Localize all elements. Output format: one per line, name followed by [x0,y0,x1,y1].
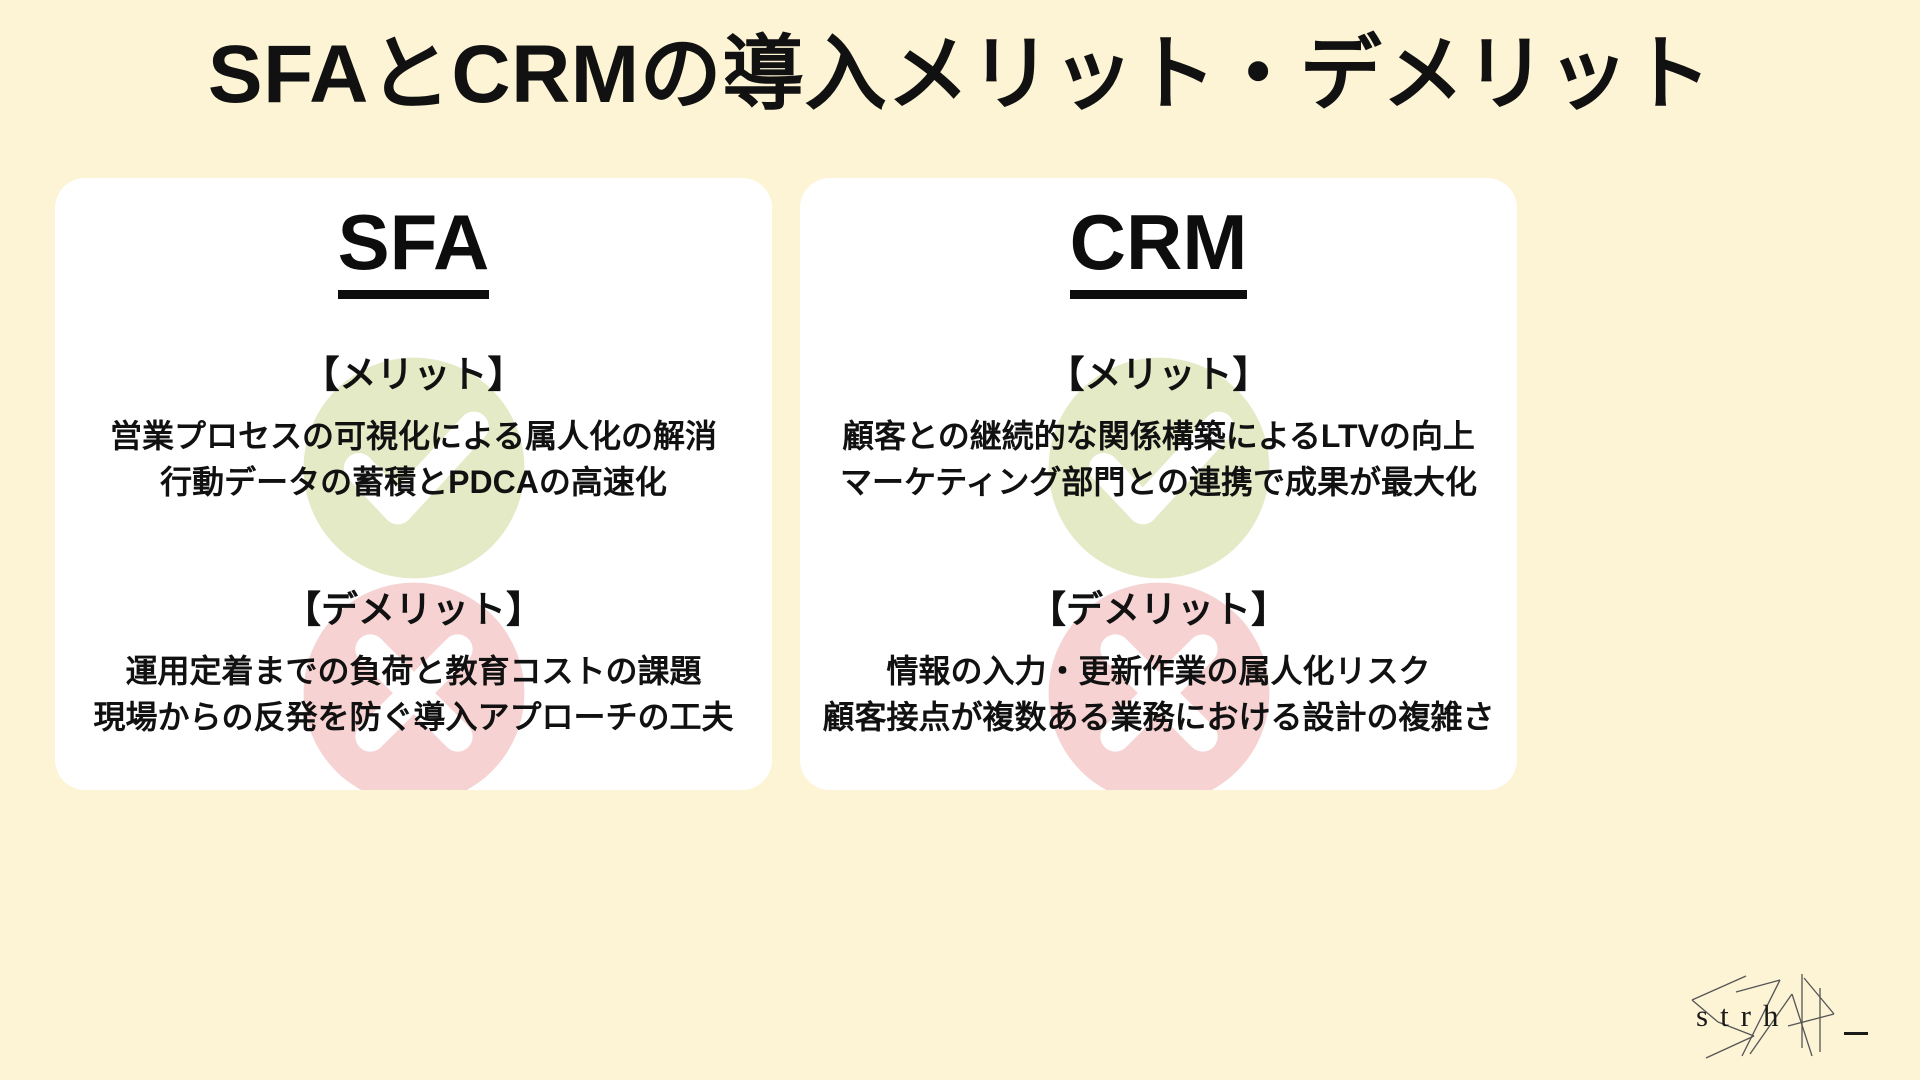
comparison-cards: SFA 【メリット】 営業プロセスの可視化による属人化の解消 行動データの蓄積と… [55,178,1865,790]
card-heading-sfa: SFA [337,201,490,299]
brand-logo: strh [1684,970,1874,1062]
merit-line: マーケティング部門との連携で成果が最大化 [839,464,1478,501]
demerit-line: 運用定着までの負荷と教育コストの課題 [125,652,702,689]
section-demerit-crm: 【デメリット】 情報の入力・更新作業の属人化リスク 顧客接点が複数ある業務におけ… [800,586,1517,741]
demerit-line: 顧客接点が複数ある業務における設計の複雑さ [822,699,1495,736]
card-heading-crm: CRM [1069,201,1248,299]
merit-lines-sfa: 営業プロセスの可視化による属人化の解消 行動データの蓄積とPDCAの高速化 [55,413,772,506]
demerit-label-crm: 【デメリット】 [1029,588,1288,630]
demerit-line: 現場からの反発を防ぐ導入アプローチの工夫 [93,699,734,736]
brand-linework-icon: strh [1691,974,1868,1059]
brand-name: strh [1696,998,1791,1033]
merit-line: 営業プロセスの可視化による属人化の解消 [109,417,718,454]
merit-label-crm: 【メリット】 [1047,353,1270,395]
section-merit-crm: 【メリット】 顧客との継続的な関係構築によるLTVの向上 マーケティング部門との… [800,351,1517,506]
section-merit-sfa: 【メリット】 営業プロセスの可視化による属人化の解消 行動データの蓄積とPDCA… [55,351,772,506]
card-crm: CRM 【メリット】 顧客との継続的な関係構築によるLTVの向上 マーケティング… [800,178,1517,790]
merit-lines-crm: 顧客との継続的な関係構築によるLTVの向上 マーケティング部門との連携で成果が最… [800,413,1517,506]
page-title: SFAとCRMの導入メリット・デメリット [207,29,1713,120]
section-demerit-sfa: 【デメリット】 運用定着までの負荷と教育コストの課題 現場からの反発を防ぐ導入ア… [55,586,772,741]
demerit-line: 情報の入力・更新作業の属人化リスク [886,652,1431,689]
merit-line: 顧客との継続的な関係構築によるLTVの向上 [842,417,1475,454]
merit-label-sfa: 【メリット】 [302,353,525,395]
card-sfa: SFA 【メリット】 営業プロセスの可視化による属人化の解消 行動データの蓄積と… [55,178,772,790]
demerit-label-sfa: 【デメリット】 [284,588,543,630]
demerit-lines-sfa: 運用定着までの負荷と教育コストの課題 現場からの反発を防ぐ導入アプローチの工夫 [55,648,772,741]
demerit-lines-crm: 情報の入力・更新作業の属人化リスク 顧客接点が複数ある業務における設計の複雑さ [800,648,1517,741]
merit-line: 行動データの蓄積とPDCAの高速化 [160,464,667,501]
